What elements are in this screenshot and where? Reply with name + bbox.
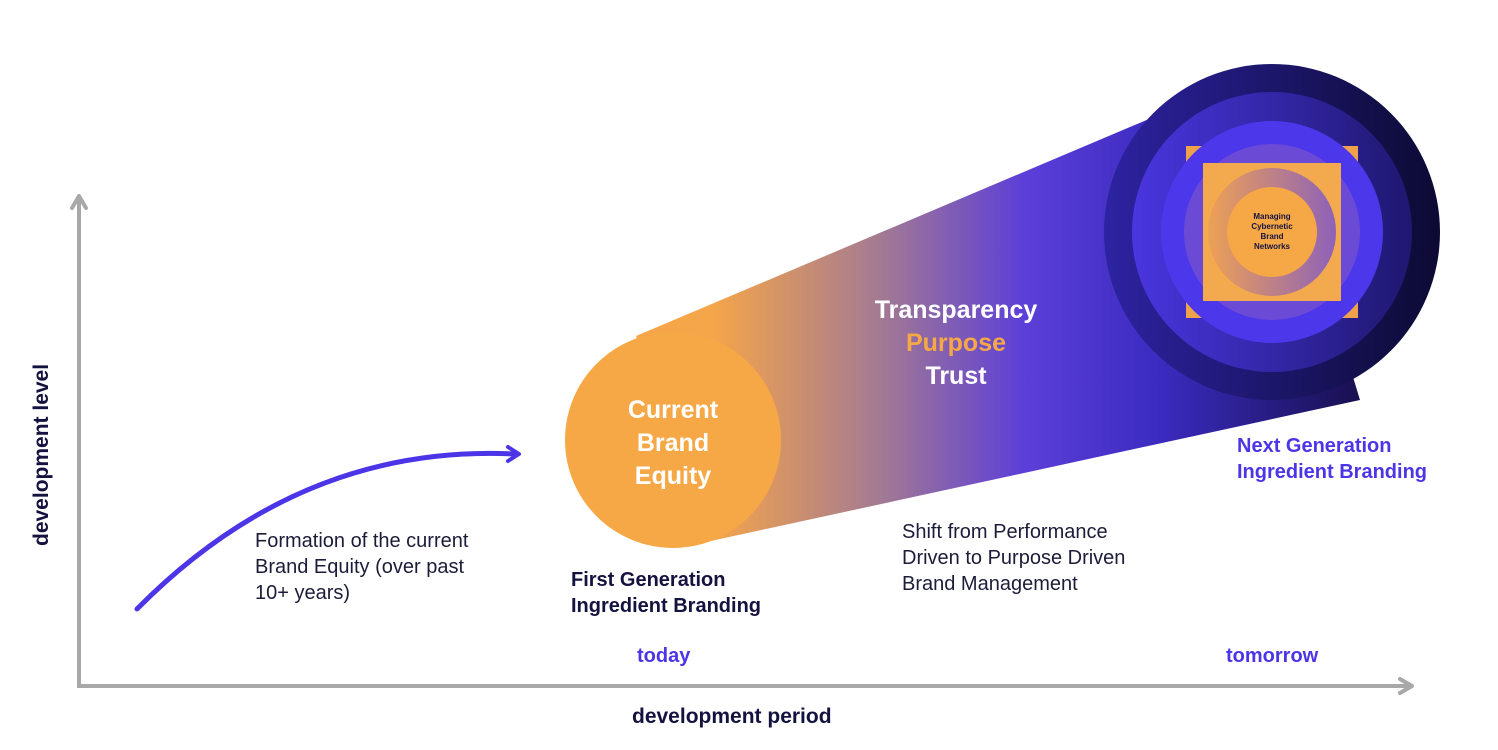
future-network-circles	[1104, 64, 1440, 400]
current-line-1: Current	[627, 396, 719, 424]
value-trust: Trust	[925, 362, 987, 390]
first-generation-label: First Generation Ingredient Branding	[571, 569, 761, 617]
next-generation-label: Next Generation Ingredient Branding	[1237, 435, 1427, 483]
formation-description: Formation of the current Brand Equity (o…	[255, 530, 469, 604]
current-brand-equity-label: Current Brand Equity	[573, 394, 773, 493]
y-axis	[70, 194, 88, 688]
y-axis-arrowhead-icon	[70, 194, 88, 210]
current-brand-equity-circle	[565, 332, 781, 548]
tick-today: today	[637, 645, 691, 667]
tick-tomorrow: tomorrow	[1226, 645, 1319, 667]
shift-description: Shift from Performance Driven to Purpose…	[902, 521, 1126, 595]
current-line-2: Brand	[636, 429, 710, 457]
x-axis-label: development period	[632, 705, 832, 728]
x-axis-arrowhead-icon	[1398, 677, 1414, 695]
current-line-3: Equity	[634, 462, 712, 490]
core-circle	[1227, 187, 1317, 277]
core-label: Managing Cybernetic Brand Networks	[1251, 212, 1293, 251]
value-purpose: Purpose	[905, 329, 1007, 357]
formation-arrowhead-icon	[506, 445, 521, 463]
formation-curve-arrow	[134, 445, 521, 612]
x-axis	[77, 677, 1414, 695]
value-transparency: Transparency	[874, 296, 1038, 324]
values-label: Transparency Purpose Trust	[846, 294, 1066, 393]
y-axis-label: development level	[30, 363, 53, 546]
